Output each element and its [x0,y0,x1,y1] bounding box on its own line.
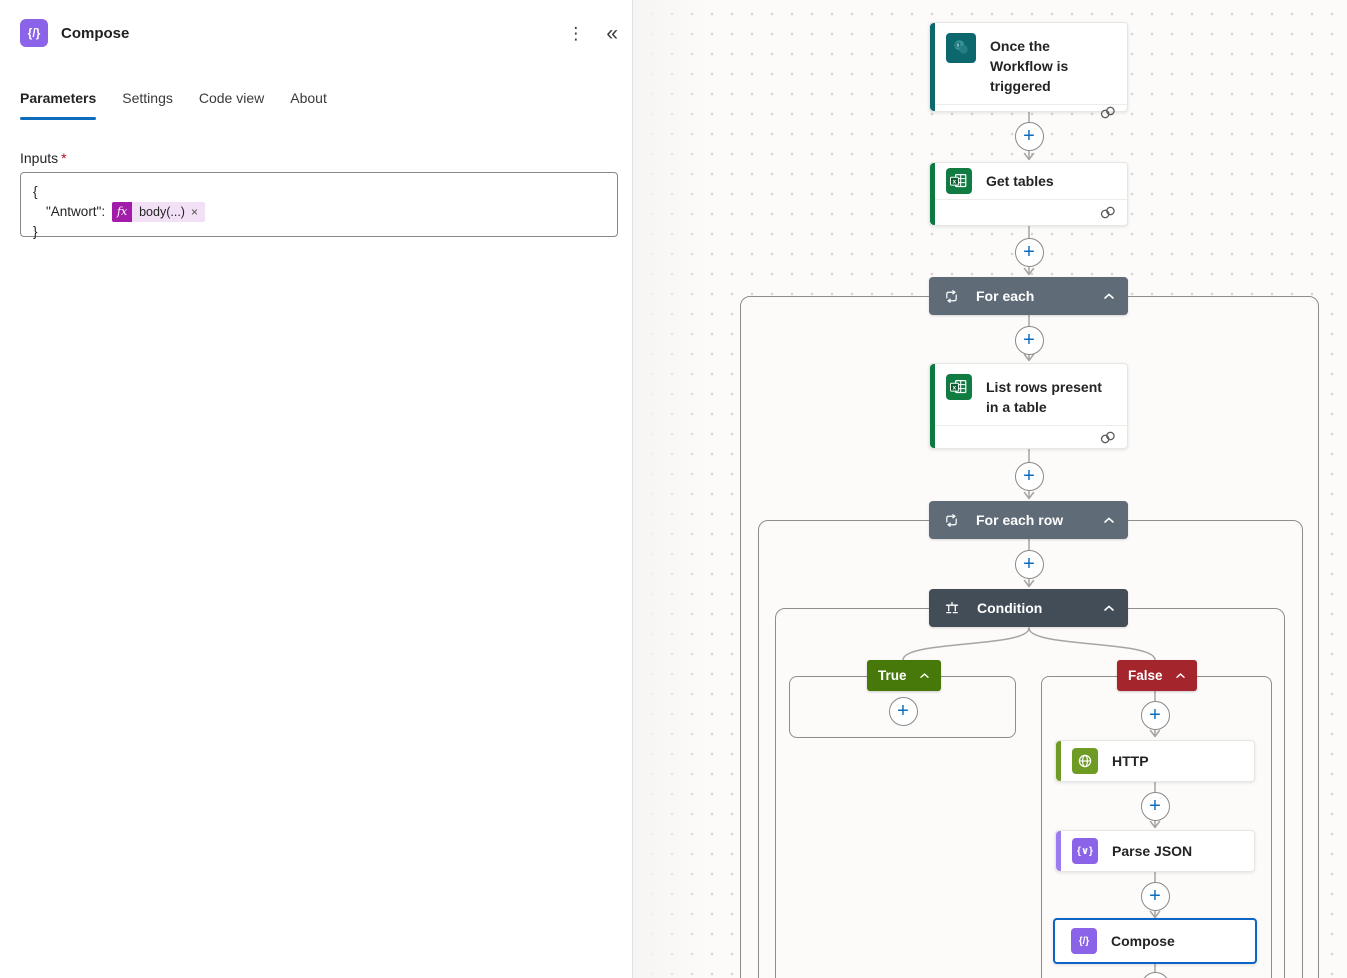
false-branch-badge[interactable]: False [1117,660,1197,691]
scope-header-for-each-row[interactable]: For each row [929,501,1128,539]
action-node-list-rows[interactable]: x List rows present in a table [929,363,1128,449]
compose-title: Compose [1111,933,1175,949]
parse-json-icon: {∨} [1072,838,1098,864]
action-node-http[interactable]: HTTP [1055,740,1255,782]
condition-label: Condition [977,600,1043,616]
panel-tabs: Parameters Settings Code view About [20,90,327,120]
trigger-node-once-workflow-triggered[interactable]: s Once the Workflow is triggered [929,22,1128,119]
insert-action-button-true-branch[interactable]: + [888,696,918,726]
insert-action-button-false-branch[interactable]: + [1140,881,1170,911]
http-globe-icon [1072,748,1098,774]
condition-icon [944,601,960,616]
trigger-title: Once the Workflow is triggered [990,38,1069,94]
remove-token-icon[interactable]: × [190,205,198,219]
tab-about[interactable]: About [290,90,327,106]
action-node-parse-json[interactable]: {∨} Parse JSON [1055,830,1255,872]
for-each-label: For each [976,288,1035,304]
parse-json-accent-bar [1056,831,1061,871]
chevron-up-icon[interactable] [919,672,930,679]
svg-text:x: x [953,385,957,392]
true-label: True [878,668,907,683]
panel-title: Compose [61,24,130,42]
panel-header-actions: ⋮ « [567,23,618,44]
chevron-up-icon[interactable] [1103,292,1115,300]
sharepoint-trigger-icon: s [946,33,976,63]
insert-action-button-false-branch[interactable]: + [1140,791,1170,821]
true-branch-badge[interactable]: True [867,660,941,691]
insert-action-button[interactable]: + [1014,121,1044,151]
workflow-canvas[interactable]: s Once the Workflow is triggered [633,0,1347,978]
false-label: False [1128,668,1163,683]
compose-action-icon: {/} [20,19,48,47]
list-rows-body: x List rows present in a table [930,364,1127,425]
json-open-brace: { [33,184,38,199]
excel-icon: x [946,374,972,400]
loop-icon [944,513,959,528]
json-key-line: "Antwort": fx body(...) × [33,202,605,222]
get-tables-footer [930,199,1127,225]
connection-link-icon[interactable] [1099,430,1117,445]
required-marker: * [61,150,67,166]
http-accent-bar [1056,741,1061,781]
parse-json-title: Parse JSON [1112,843,1193,859]
expression-token[interactable]: fx body(...) × [112,202,205,222]
get-tables-title: Get tables [986,173,1054,189]
panel-header: {/} Compose ⋮ « [20,18,618,48]
chevron-up-icon[interactable] [1175,672,1186,679]
insert-action-button[interactable]: + [1014,237,1044,267]
chevron-up-icon[interactable] [1103,604,1115,612]
inputs-field-label: Inputs* [20,150,67,166]
insert-action-button-false-branch[interactable]: + [1140,700,1170,730]
parse-json-body: {∨} Parse JSON [1056,831,1254,871]
json-close-brace: } [33,224,38,239]
json-key: "Antwort": [46,204,106,219]
for-each-row-label: For each row [976,512,1064,528]
tab-settings[interactable]: Settings [122,90,173,106]
collapse-panel-icon[interactable]: « [606,21,618,45]
chevron-up-icon[interactable] [1103,516,1115,524]
canvas-left-fade [633,0,711,978]
tab-code-view[interactable]: Code view [198,90,265,106]
insert-action-button[interactable]: + [1014,325,1044,355]
excel-accent-bar [930,364,935,448]
svg-text:x: x [953,179,957,186]
excel-icon: x [946,168,972,194]
http-title: HTTP [1112,753,1149,769]
inputs-label-text: Inputs [20,150,59,166]
trigger-footer [930,104,1127,120]
connection-link-icon[interactable] [1099,205,1117,220]
node-layer: s Once the Workflow is triggered [633,0,1347,978]
insert-action-button[interactable]: + [1014,461,1044,491]
connection-link-icon[interactable] [1099,105,1117,120]
http-body: HTTP [1056,741,1254,781]
scope-header-condition[interactable]: Condition [929,589,1128,627]
insert-action-button-false-branch[interactable]: + [1140,972,1170,978]
more-options-icon[interactable]: ⋮ [567,23,585,43]
inputs-editor[interactable]: { "Antwort": fx body(...) × } [20,172,618,239]
compose-body: {/} Compose [1055,920,1255,962]
insert-action-button[interactable]: + [1014,549,1044,579]
trigger-accent-bar [930,23,935,111]
expression-token-label: body(...) [139,205,185,219]
excel-accent-bar [930,163,935,225]
trigger-node-body: s Once the Workflow is triggered [930,23,1127,104]
list-rows-title: List rows present in a table [986,379,1102,415]
svg-text:s: s [956,42,959,48]
loop-icon [944,289,959,304]
scope-header-for-each[interactable]: For each [929,277,1128,315]
compose-icon: {/} [1071,928,1097,954]
action-details-panel: {/} Compose ⋮ « Parameters Settings Code… [0,0,633,978]
action-node-compose-selected[interactable]: {/} Compose [1053,918,1257,964]
list-rows-footer [930,425,1127,448]
tab-parameters[interactable]: Parameters [20,90,97,120]
get-tables-body: x Get tables [930,163,1127,199]
fx-icon: fx [112,202,133,222]
action-node-get-tables[interactable]: x Get tables [929,162,1128,226]
